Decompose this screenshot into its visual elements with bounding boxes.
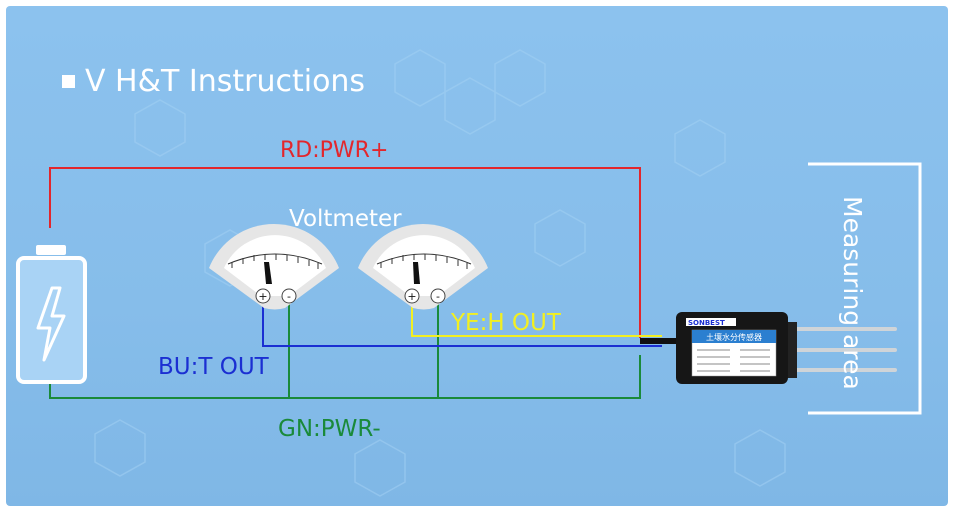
voltmeter-left-plus-terminal: +: [258, 290, 267, 303]
measuring-area-label: Measuring area: [838, 196, 867, 390]
voltmeter-right-plus-terminal: +: [407, 290, 416, 303]
page-title: V H&T Instructions: [62, 64, 365, 99]
blue-wire: [262, 298, 662, 347]
page-title-text: V H&T Instructions: [85, 64, 366, 99]
soil-sensor-device: SONBEST 土壤水分传感器: [676, 312, 788, 384]
voltmeter-left-minus-terminal: -: [287, 290, 291, 303]
red-wire-label: RD:PWR+: [280, 138, 389, 163]
voltmeter-right-minus-terminal: -: [436, 290, 440, 303]
measuring-area-frame: [808, 162, 922, 415]
voltmeter-label: Voltmeter: [289, 206, 402, 232]
battery-icon: [16, 245, 87, 384]
sensor-brand-label: SONBEST: [688, 319, 725, 327]
blue-wire-label: BU:T OUT: [158, 354, 269, 380]
hexagon-pattern: [94, 49, 786, 497]
sensor-model-label: 土壤水分传感器: [706, 332, 762, 342]
voltmeter-right-icon: + -: [358, 223, 488, 310]
title-bullet-icon: [62, 75, 75, 88]
red-wire: [49, 167, 641, 338]
yellow-wire-label: YE:H OUT: [451, 310, 561, 336]
green-wire-label: GN:PWR-: [278, 416, 381, 442]
sensor-probes: [788, 327, 897, 372]
diagram-panel: + - + -: [6, 6, 948, 506]
green-wire: [49, 355, 641, 399]
voltmeter-left-icon: + -: [209, 223, 339, 310]
yellow-wire: [411, 298, 662, 337]
wiring-diagram: + - + -: [16, 49, 922, 497]
